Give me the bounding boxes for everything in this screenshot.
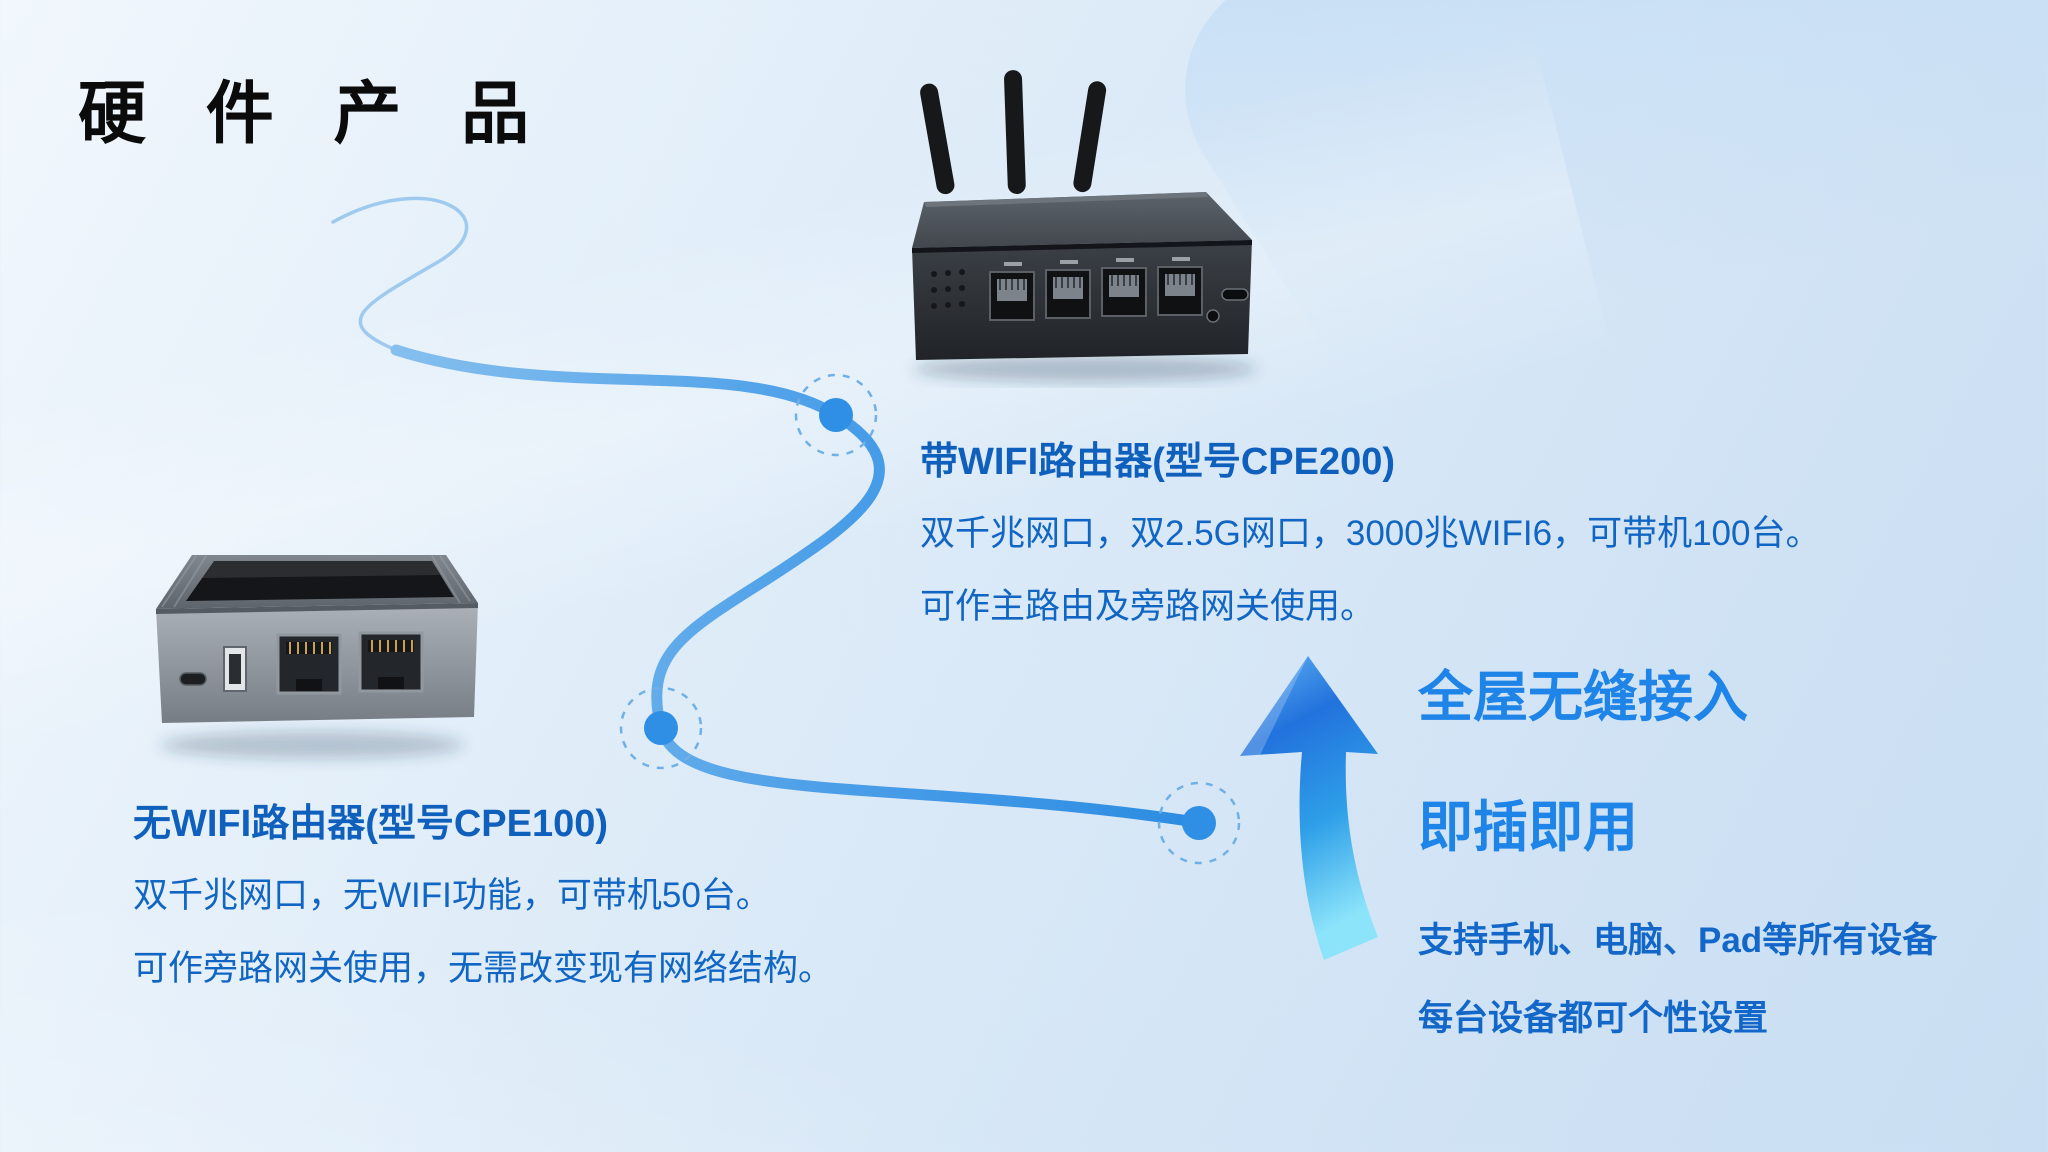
feature-headline-1: 全屋无缝接入	[1418, 666, 1749, 728]
connector-node-icon	[794, 373, 878, 457]
feature-text-block: 全屋无缝接入 即插即用 支持手机、电脑、Pad等所有设备 每台设备都可个性设置	[1418, 652, 1937, 1068]
product-name-cpe200: 带WIFI路由器(型号CPE200)	[920, 441, 1396, 483]
up-arrow-icon	[1238, 652, 1398, 974]
product-info-cpe200: 带WIFI路由器(型号CPE200) 双千兆网口，双2.5G网口，3000兆WI…	[920, 430, 1820, 651]
connector-node-icon	[1157, 781, 1241, 865]
product-desc-cpe200-line1: 双千兆网口，双2.5G网口，3000兆WIFI6，可带机100台。	[920, 514, 1821, 553]
router-cpe200-image	[900, 68, 1270, 388]
feature-sub-1: 支持手机、电脑、Pad等所有设备	[1418, 921, 1938, 960]
product-desc-cpe100-line1: 双千兆网口，无WIFI功能，可带机50台。	[133, 876, 771, 915]
page-title: 硬 件 产 品	[78, 76, 550, 152]
feature-headline-2: 即插即用	[1418, 796, 1639, 858]
product-desc-cpe200-line2: 可作主路由及旁路网关使用。	[920, 587, 1376, 626]
product-name-cpe100: 无WIFI路由器(型号CPE100)	[133, 803, 609, 845]
router-cpe100-image	[140, 545, 490, 785]
connector-squiggle	[331, 196, 469, 352]
feature-sub-2: 每台设备都可个性设置	[1418, 999, 1769, 1038]
connector-node-icon	[619, 686, 703, 770]
product-info-cpe100: 无WIFI路由器(型号CPE100) 双千兆网口，无WIFI功能，可带机50台。…	[133, 792, 833, 1013]
product-desc-cpe100-line2: 可作旁路网关使用，无需改变现有网络结构。	[133, 949, 834, 988]
